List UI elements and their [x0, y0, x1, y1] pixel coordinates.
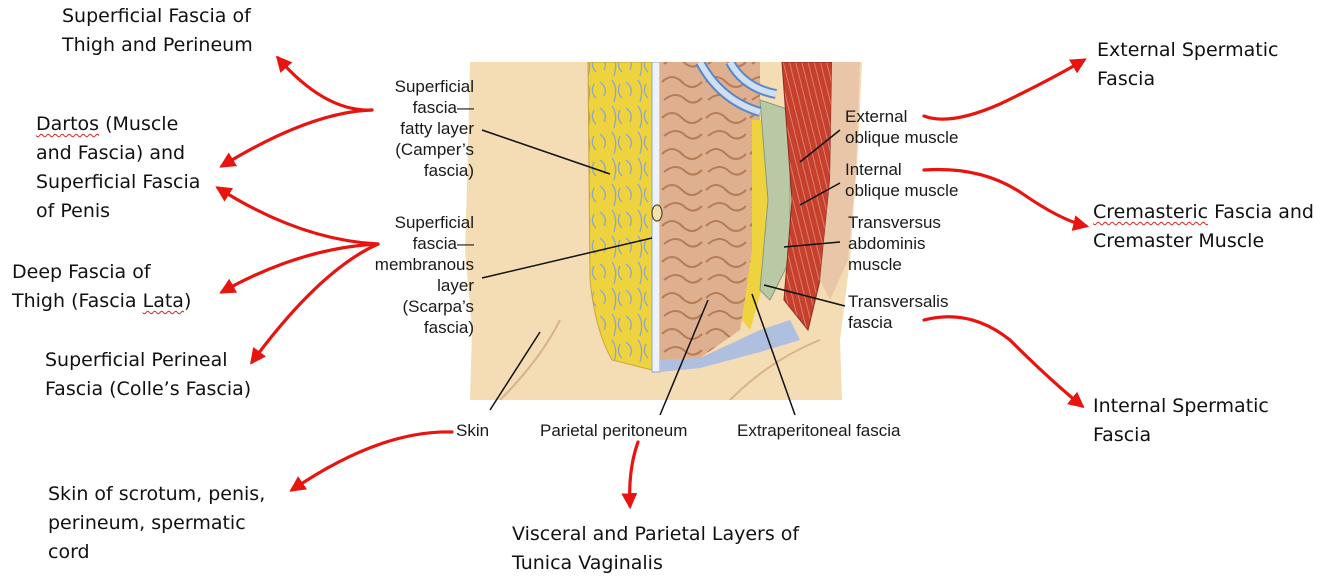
label-skin: Skin: [456, 421, 490, 440]
arrow-dartos: [219, 108, 374, 168]
leader-external-oblique: [799, 129, 841, 163]
arrow-perineal: [250, 242, 380, 365]
label-extraperitoneal-fascia: Extraperitoneal fascia: [737, 421, 901, 440]
leader-transversalis: [763, 284, 846, 307]
note-external-spermatic: External Spermatic Fascia: [1097, 39, 1279, 90]
leader-internal-oblique: [799, 182, 841, 206]
label-external-oblique: External oblique muscle: [845, 107, 959, 147]
label-transversalis-fascia: Transversalis fascia: [848, 292, 949, 332]
leader-extraperitoneal: [751, 293, 796, 416]
leader-parietal-peritoneum: [659, 299, 709, 416]
annotation-arrows: [215, 55, 1090, 510]
note-perineal-fascia: Superficial Perineal Fascia (Colle’s Fas…: [45, 349, 252, 400]
umbilicus: [651, 204, 663, 222]
leader-skin: [489, 331, 541, 411]
label-campers-fascia: Superficial fascia— fatty layer (Camper’…: [394, 77, 474, 180]
note-internal-spermatic: Internal Spermatic Fascia: [1093, 395, 1269, 446]
note-cremasteric-word: Cremasteric: [1093, 201, 1209, 223]
note-dartos-rest: (Muscle and Fascia) and Superficial Fasc…: [36, 113, 201, 222]
leader-transversus: [783, 241, 841, 248]
note-dartos: Dartos (Muscle and Fascia) and Superfici…: [36, 110, 236, 226]
leader-scarpa: [481, 237, 653, 279]
note-deep-fascia-lata: Lata: [142, 290, 184, 312]
leader-lines: [481, 129, 846, 416]
label-parietal-peritoneum: Parietal peritoneum: [540, 421, 688, 440]
intestines: [660, 62, 760, 360]
arrow-superficial-thigh: [275, 55, 374, 112]
arrow-superficial-penis: [215, 186, 380, 246]
arrow-skin: [289, 430, 454, 492]
note-tunica-vaginalis: Visceral and Parietal Layers of Tunica V…: [512, 523, 800, 574]
fatty-layer: [587, 62, 653, 371]
abdominal-wall-illustration: [465, 62, 862, 400]
arrow-deep-fascia: [219, 242, 380, 294]
note-cremasteric-rest: Fascia and Cremaster Muscle: [1093, 201, 1314, 252]
arrow-internal-spermatic: [922, 315, 1085, 409]
label-transversus-abdominis: Transversus abdominis muscle: [848, 213, 941, 274]
arrow-cremasteric: [922, 167, 1090, 231]
note-deep-fascia: Deep Fascia of Thigh (Fascia Lata): [12, 258, 222, 316]
note-deep-fascia-a: Deep Fascia of Thigh (Fascia: [12, 261, 151, 312]
note-deep-fascia-c: ): [183, 290, 192, 312]
arrow-external-spermatic: [922, 58, 1087, 121]
leader-camper: [481, 129, 611, 175]
label-internal-oblique: Internal oblique muscle: [845, 160, 959, 200]
note-skin-scrotum: Skin of scrotum, penis, perineum, sperma…: [48, 483, 266, 563]
note-cremasteric: Cremasteric Fascia and Cremaster Muscle: [1093, 198, 1333, 256]
label-scarpas-fascia: Superficial fascia— membranous layer (Sc…: [374, 213, 474, 337]
note-superficial-fascia-thigh: Superficial Fascia of Thigh and Perineum: [62, 5, 253, 56]
note-dartos-word: Dartos: [36, 113, 100, 135]
arrow-tunica: [621, 440, 640, 510]
